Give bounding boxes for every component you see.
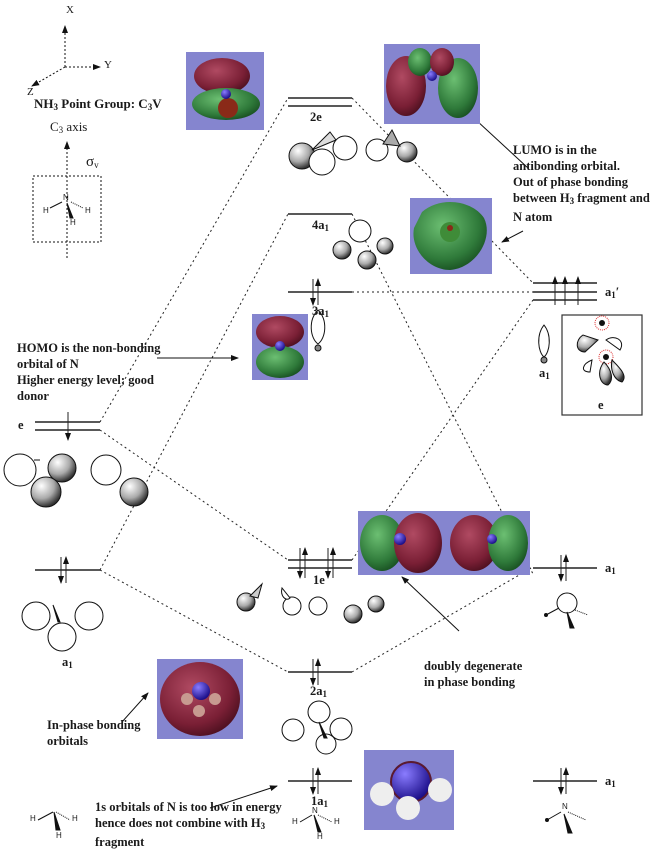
n-label-a1: a1: [605, 561, 616, 576]
in-phase-annotation: In-phase bonding orbitals: [47, 718, 141, 748]
nh-bond-wedge: [66, 202, 74, 219]
page-title: NH3 Point Group: C3V: [34, 96, 162, 112]
mo-label-2a1: 2a1: [310, 684, 327, 699]
atom-n: N: [312, 806, 318, 815]
atom-h: H: [292, 817, 298, 826]
x-axis-label: X: [66, 4, 74, 16]
mo-image-3a1-homo: [252, 314, 308, 380]
h3-label-a1: a1: [62, 655, 73, 670]
h3-e-orbital-sketches: [3, 453, 149, 508]
homo-annotation: HOMO is the non-bonding orbital of N Hig…: [17, 341, 161, 403]
mo-label-2e: 2e: [310, 110, 322, 124]
y-axis-label: Y: [104, 59, 112, 71]
atom-h: H: [56, 831, 62, 840]
mo-2a1-sketch: [281, 700, 353, 755]
in-phase-arrow: [121, 692, 149, 723]
n-a1-sketch: [544, 592, 589, 629]
h3-levels: [35, 412, 100, 584]
atom-h: H: [334, 817, 340, 826]
atom-h: H: [317, 832, 323, 841]
atom-h: H: [30, 814, 36, 823]
atom-h: H: [85, 206, 91, 215]
coordinate-axes: [31, 25, 101, 87]
core-arrow: [209, 785, 278, 809]
n-label-a1-prime: a1′: [605, 285, 620, 300]
c3-axis-label: C3 axis: [50, 119, 88, 135]
mo-levels: [288, 97, 352, 795]
mo-3a1-sketch: [310, 309, 326, 352]
z-axis-line: [31, 66, 66, 87]
mo-label-4a1: 4a1: [312, 218, 329, 233]
mo-image-2e-b: [384, 44, 480, 124]
atom-n: N: [63, 193, 69, 202]
mo-label-1e: 1e: [313, 573, 325, 587]
atom-h: H: [43, 206, 49, 215]
core-annotation: 1s orbitals of N is too low in energy he…: [95, 800, 282, 849]
n-label-a1-core: a1: [605, 774, 616, 789]
h3-structure: [37, 811, 71, 831]
mo-image-2a1: [157, 659, 243, 739]
mo-image-1e-b: [444, 511, 530, 575]
mo-label-3a1: 3a1: [312, 304, 329, 319]
n-e-orbitals-inset: [561, 314, 643, 416]
mo-image-1a1: [364, 750, 454, 830]
n-lone-pair-structure: [545, 811, 587, 834]
nh-bond-left: [49, 201, 63, 209]
mo-2e-sketch: [288, 128, 418, 176]
mo-image-1e-a: [358, 511, 444, 575]
h3-a1-orbital-sketch: [21, 601, 104, 652]
mo-4a1-sketch: [332, 219, 394, 270]
nh-bond-hashed: [70, 201, 84, 209]
mo-1e-sketch: [236, 582, 385, 624]
nh3-structure: [299, 814, 333, 833]
n-inset-label-e: e: [598, 398, 604, 412]
mo-image-4a1-lumo: [410, 198, 492, 274]
lumo-annotation: LUMO is in the antibonding orbital. Out …: [513, 143, 650, 224]
symmetry-elements: [32, 141, 102, 258]
n-inset-label-a1: a1: [539, 366, 550, 381]
degenerate-arrow: [401, 576, 460, 632]
atom-n: N: [562, 802, 568, 811]
h3-label-e: e: [18, 418, 24, 432]
mo-image-2e-a: [186, 52, 264, 130]
sigma-v-label: σv: [86, 154, 99, 170]
degenerate-annotation: doubly degenerate in phase bonding: [424, 659, 523, 689]
sigma-v-plane: [32, 175, 102, 243]
atom-h: H: [72, 814, 78, 823]
mo-label-1a1: 1a1: [311, 794, 328, 809]
n-levels: [533, 276, 597, 795]
z-axis-label: Z: [27, 86, 34, 98]
lumo-arrow-2: [501, 230, 524, 243]
atom-h: H: [70, 218, 76, 227]
n-atomic-a1-sketch: [538, 324, 550, 364]
